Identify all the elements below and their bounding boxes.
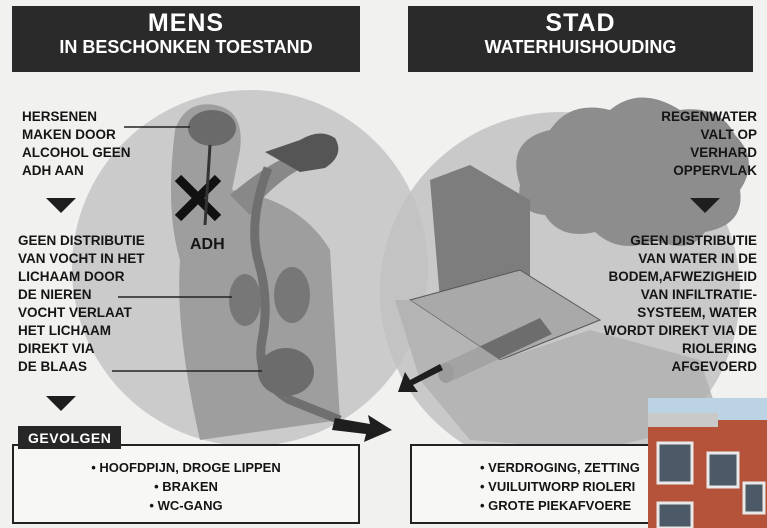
infiltratie-word: INFILTRATIE-: [672, 287, 757, 302]
regenwater-label: REGENWATER VALT OP VERHARD OPPERVLAK: [661, 108, 757, 180]
systeem-suffix: WATER: [709, 305, 757, 320]
distributie-line-3: LICHAAM DOOR: [18, 269, 125, 284]
banner-stad: STAD WATERHUISHOUDING: [408, 6, 753, 72]
distributie-line-1: GEEN DISTRIBUTIE: [18, 233, 145, 248]
blaas-prefix: DE: [18, 359, 37, 374]
down-arrow-1-icon: [46, 198, 76, 213]
regenwater-line-3: VERHARD: [690, 145, 757, 160]
down-arrow-3-icon: [690, 198, 720, 213]
afgevoerd-line: AFGEVOERD: [671, 359, 757, 374]
infiltratie-prefix: VAN: [641, 287, 669, 302]
hersenen-line-4: ADH AAN: [22, 163, 84, 178]
gevolgen-box-mens: HOOFDPIJN, DROGE LIPPEN BRAKEN WC-GANG: [12, 444, 360, 524]
nieren-word: NIEREN: [41, 287, 92, 302]
vocht-line-3: DIREKT VIA: [18, 341, 95, 356]
hersenen-line-3: ALCOHOL GEEN: [22, 145, 131, 160]
gevolgen-title: GEVOLGEN: [18, 426, 121, 449]
regenwater-line-4: OPPERVLAK: [673, 163, 757, 178]
stad-distributie-label: GEEN DISTRIBUTIE VAN WATER IN DE BODEM,A…: [604, 232, 757, 376]
bladder: [258, 348, 314, 396]
banner-mens: MENS IN BESCHONKEN TOESTAND: [12, 6, 360, 72]
brain-shape: [188, 110, 236, 146]
building-photo: [648, 398, 767, 528]
hersenen-word: HERSENEN: [22, 109, 97, 124]
stad-distributie-line-1: GEEN DISTRIBUTIE: [630, 233, 757, 248]
stad-distributie-line-2: VAN WATER IN DE: [638, 251, 757, 266]
banner-stad-subtitle: WATERHUISHOUDING: [408, 38, 753, 58]
riolering-word: RIOLERING: [682, 341, 757, 356]
gevolgen-item-3: WC-GANG: [14, 496, 358, 515]
regenwater-line-2: VALT OP: [701, 127, 758, 142]
hersenen-line-2: MAKEN DOOR: [22, 127, 116, 142]
stad-distributie-line-3: BODEM,AFWEZIGHEID: [609, 269, 758, 284]
banner-mens-title: MENS: [12, 10, 360, 38]
distributie-line-2: VAN VOCHT IN HET: [18, 251, 145, 266]
kidney-right: [274, 267, 310, 323]
gevolgen-item-1: HOOFDPIJN, DROGE LIPPEN: [14, 458, 358, 477]
adh-label: ADH: [190, 236, 225, 254]
down-arrow-2-icon: [46, 396, 76, 411]
banner-stad-title: STAD: [408, 10, 753, 38]
banner-mens-subtitle: IN BESCHONKEN TOESTAND: [12, 38, 360, 58]
vocht-line-1: VOCHT VERLAAT: [18, 305, 132, 320]
kidney-left: [229, 274, 261, 326]
gevolgen-item-2: BRAKEN: [14, 477, 358, 496]
blaas-word: BLAAS: [41, 359, 88, 374]
hersenen-label: HERSENEN MAKEN DOOR ALCOHOL GEEN ADH AAN: [22, 108, 131, 180]
nieren-prefix: DE: [18, 287, 37, 302]
systeem-word: SYSTEEM,: [637, 305, 705, 320]
direkt-line: WORDT DIREKT VIA DE: [604, 323, 757, 338]
flow-arrow-left: [332, 415, 392, 442]
vocht-line-2: HET LICHAAM: [18, 323, 111, 338]
regenwater-word: REGENWATER: [661, 109, 757, 124]
distributie-label: GEEN DISTRIBUTIE VAN VOCHT IN HET LICHAA…: [18, 232, 145, 376]
